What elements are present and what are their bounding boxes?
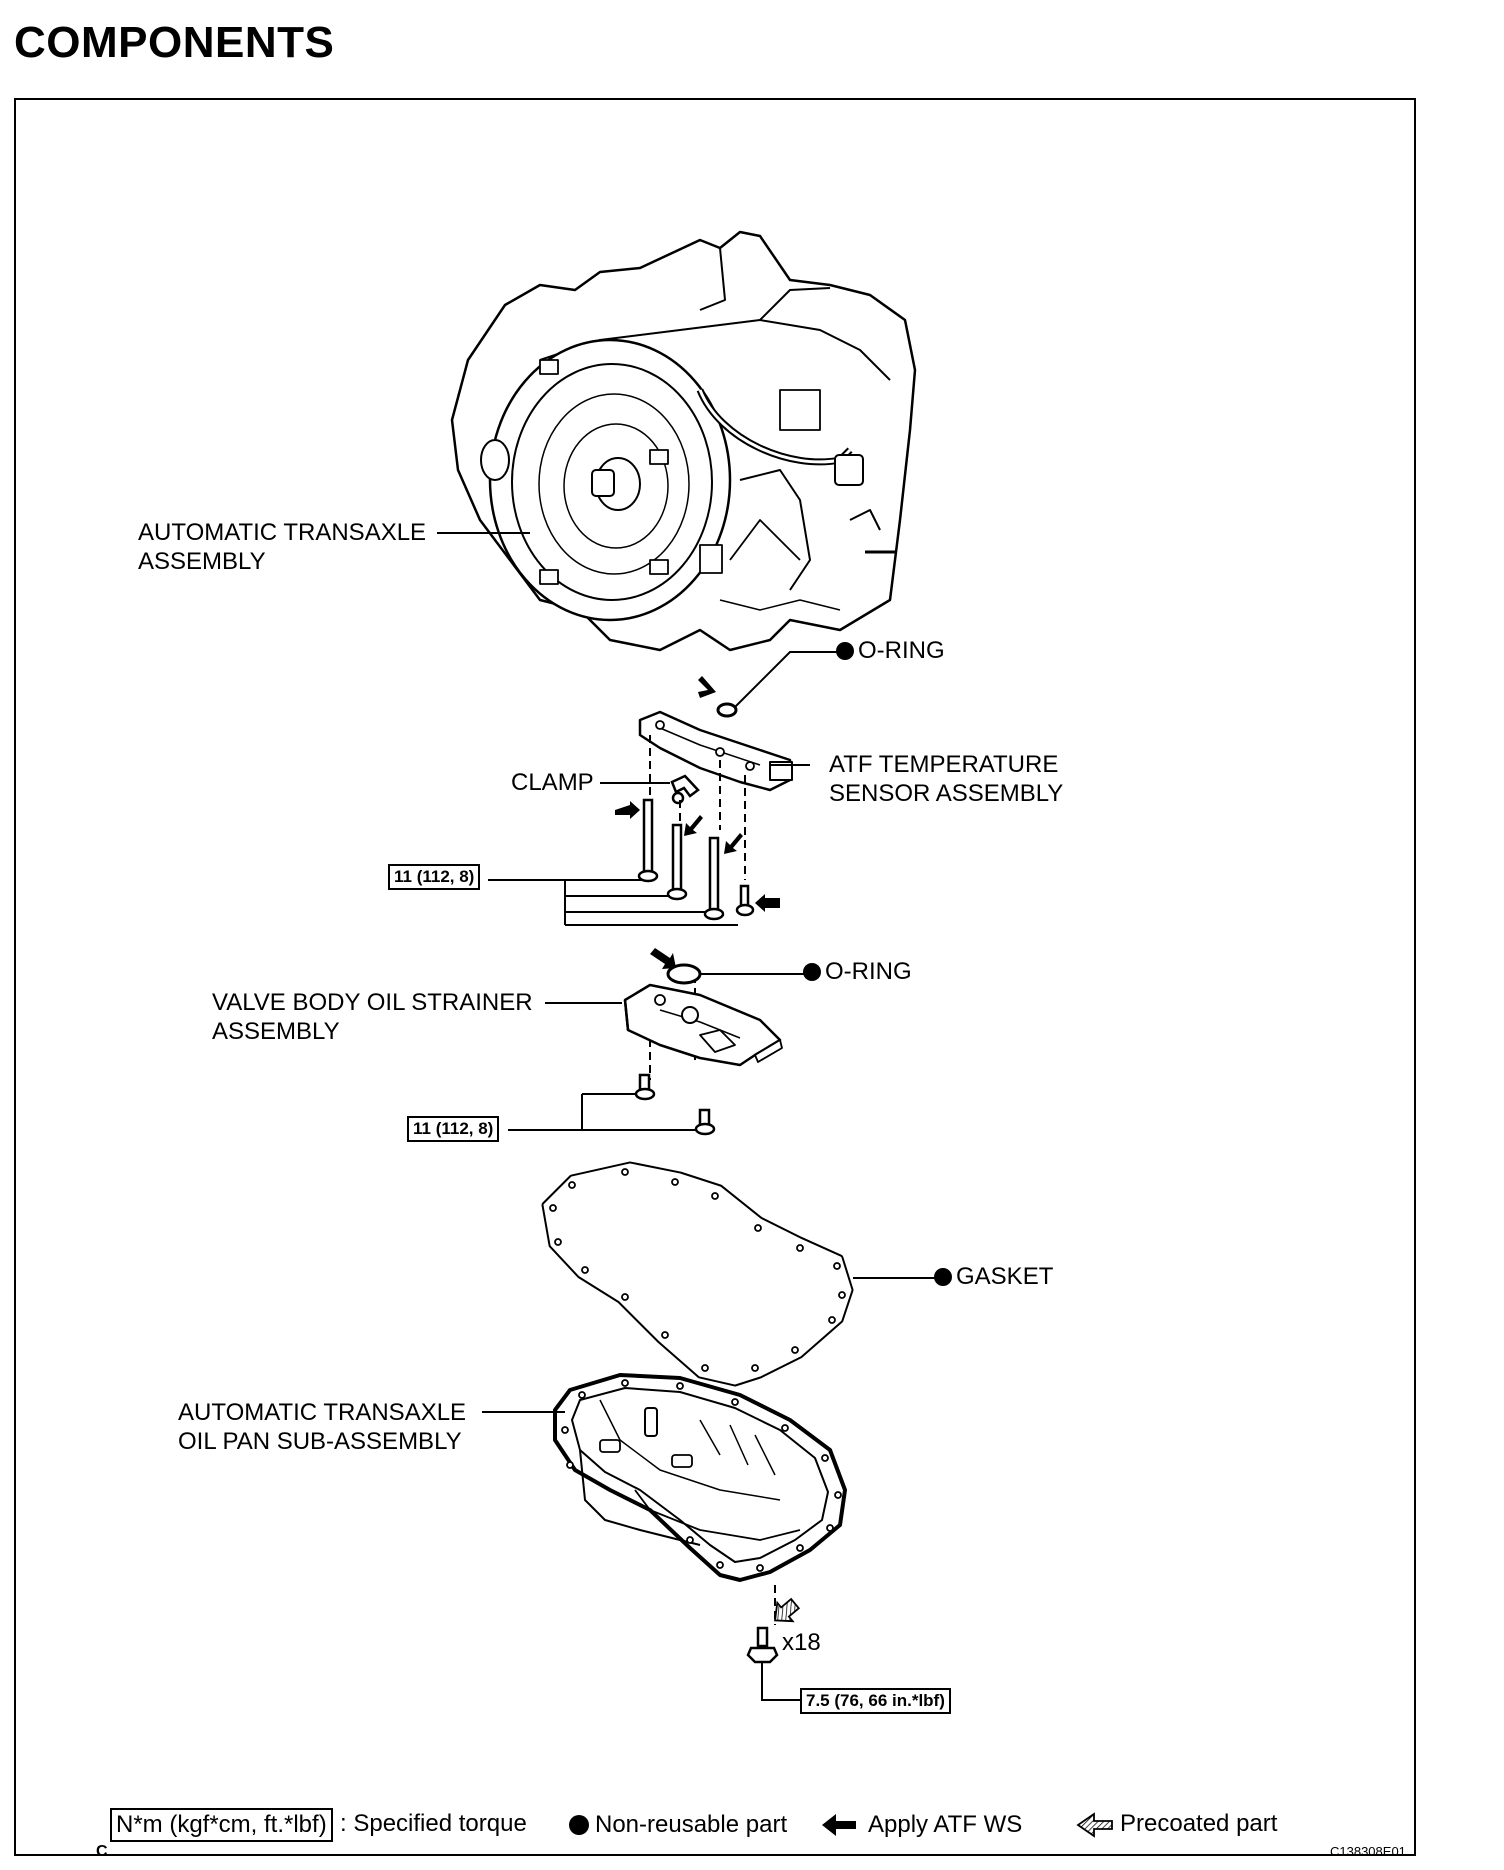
label-o-ring-mid: O-RING — [803, 957, 912, 986]
legend-non-reusable: Non-reusable part — [595, 1811, 788, 1838]
o-ring-mid-part — [650, 948, 805, 985]
gasket-drawing — [541, 1161, 935, 1387]
non-reusable-dot-icon — [836, 642, 854, 660]
label-bolt-count: x18 — [782, 1629, 821, 1656]
apply-atf-legend-icon — [822, 1814, 856, 1836]
sensor-bolt-arrows — [615, 801, 780, 912]
oil-pan-drawing — [482, 1373, 847, 1582]
apply-atf-arrow-icon — [650, 948, 676, 969]
label-clamp: CLAMP — [511, 769, 594, 796]
sensor-bolt-bracket-lines — [488, 879, 738, 926]
sensor-bolts — [637, 798, 755, 921]
apply-atf-arrow-icon — [724, 833, 743, 854]
torque-strainer-bolts: 11 (112, 8) — [407, 1116, 500, 1142]
valve-body-oil-strainer-drawing — [545, 983, 783, 1067]
legend-precoated: Precoated part — [1120, 1810, 1278, 1837]
apply-atf-arrow-icon — [698, 676, 716, 698]
label-transaxle-assembly: AUTOMATIC TRANSAXLE ASSEMBLY — [138, 519, 427, 575]
label-gasket: GASKET — [934, 1262, 1053, 1291]
oil-pan-bolt — [746, 1626, 800, 1701]
non-reusable-dot-icon — [803, 963, 821, 981]
label-valve-body-oil-strainer: VALVE BODY OIL STRAINER ASSEMBLY — [212, 989, 533, 1045]
torque-sensor-bolts: 11 (112, 8) — [388, 864, 481, 890]
strainer-bolt-bracket-lines — [508, 1093, 695, 1131]
label-atf-temperature-sensor: ATF TEMPERATURE SENSOR ASSEMBLY — [829, 751, 1064, 807]
label-oil-pan: AUTOMATIC TRANSAXLE OIL PAN SUB-ASSEMBLY — [178, 1399, 467, 1455]
torque-pan-bolts: 7.5 (76, 66 in.*lbf) — [800, 1688, 951, 1714]
legend-torque-desc: : Specified torque — [340, 1810, 527, 1837]
precoated-legend-icon — [1076, 1812, 1113, 1838]
diagram-frame — [14, 98, 1416, 1856]
page-title: COMPONENTS — [14, 18, 335, 67]
apply-atf-arrow-icon — [684, 815, 703, 836]
non-reusable-legend-icon — [569, 1815, 589, 1835]
legend-apply-atf: Apply ATF WS — [868, 1811, 1023, 1838]
precoated-arrow-icon — [774, 1597, 801, 1623]
corner-mark: C — [96, 1843, 108, 1860]
transaxle-assembly-drawing — [450, 230, 917, 652]
strainer-bolts — [634, 1073, 716, 1136]
label-o-ring-top: O-RING — [836, 636, 945, 665]
legend-torque-unit: N*m (kgf*cm, ft.*lbf) — [110, 1808, 333, 1842]
non-reusable-dot-icon — [934, 1268, 952, 1286]
apply-atf-arrow-icon — [615, 801, 640, 819]
atf-temperature-sensor-drawing — [638, 710, 810, 792]
figure-code: C138308E01 — [1330, 1844, 1406, 1859]
o-ring-top-part — [698, 651, 838, 718]
apply-atf-arrow-icon — [755, 894, 780, 912]
